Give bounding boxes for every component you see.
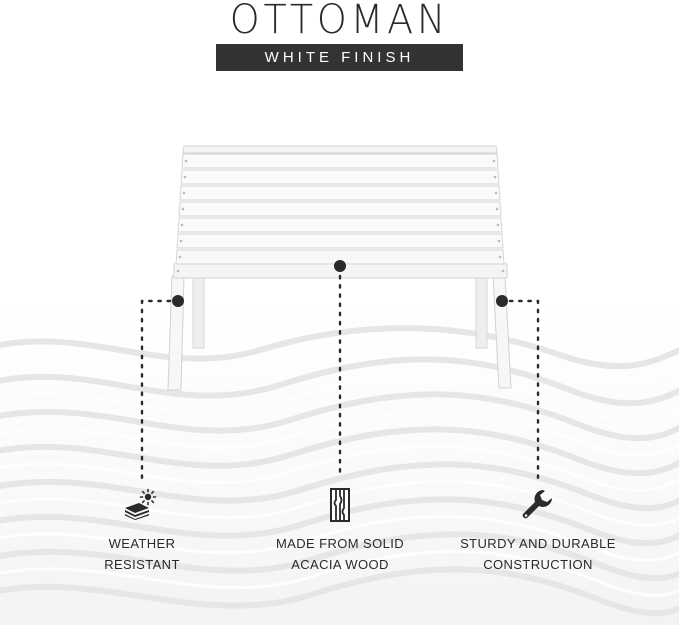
leader-line-left	[140, 299, 172, 480]
product-title: OTTOMAN	[229, 0, 450, 43]
leader-line-right	[508, 299, 540, 480]
feature-label-line: CONSTRUCTION	[483, 557, 593, 572]
finish-badge: WHITE FINISH	[216, 44, 463, 71]
feature-label-line: WEATHER	[108, 536, 176, 551]
wood-grain-icon	[330, 488, 350, 522]
marker-dot-right	[496, 295, 508, 307]
wrench-icon	[521, 488, 555, 522]
feature-label-line: ACACIA WOOD	[291, 557, 389, 572]
marker-dot-center	[334, 260, 346, 272]
weather-icon	[122, 488, 158, 520]
feature-label-line: STURDY AND DURABLE	[460, 536, 616, 551]
feature-sturdy-construction: STURDY AND DURABLE CONSTRUCTION	[443, 533, 633, 575]
feature-weather-resistant: WEATHER RESISTANT	[82, 533, 202, 575]
feature-solid-acacia-wood: MADE FROM SOLID ACACIA WOOD	[255, 533, 425, 575]
feature-label-line: MADE FROM SOLID	[275, 536, 405, 551]
marker-dot-left	[172, 295, 184, 307]
feature-label-line: RESISTANT	[104, 557, 180, 572]
